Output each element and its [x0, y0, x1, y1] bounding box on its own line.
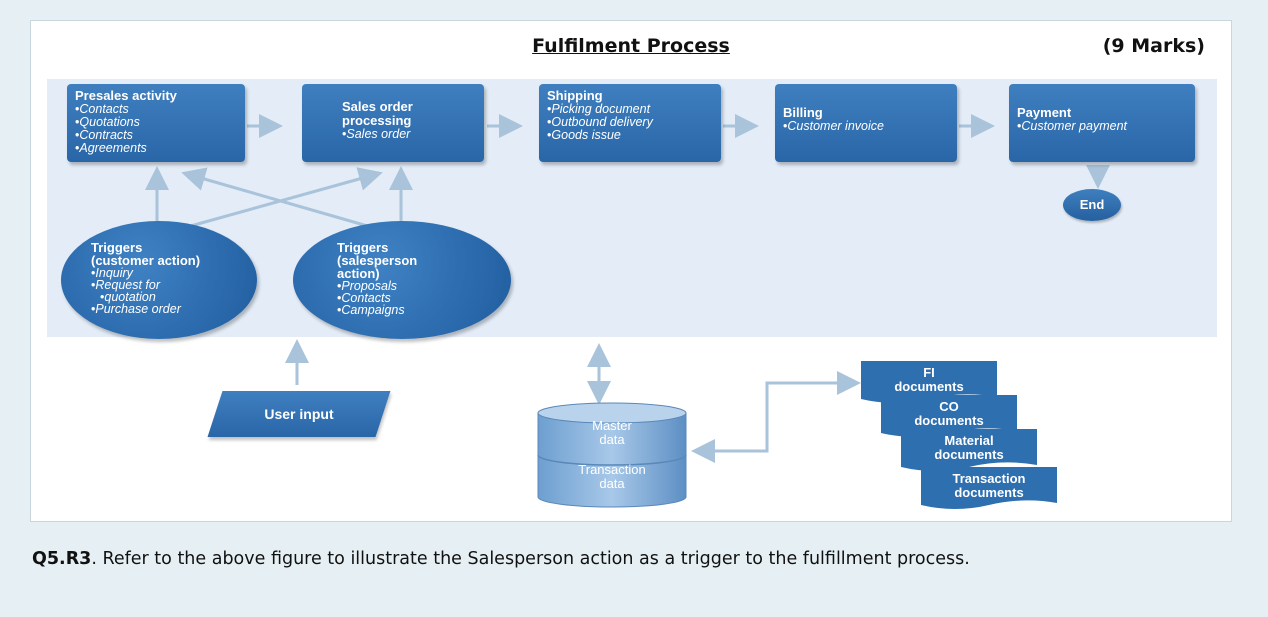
- master-data-label: Master data: [537, 419, 687, 447]
- trigger-customer-item-cont: quotation: [91, 291, 257, 304]
- trigger-salesperson-item: Contacts: [337, 292, 511, 305]
- sales-order-title-2: processing: [342, 113, 412, 128]
- presales-item: Contracts: [75, 129, 237, 142]
- transaction-documents-line2: documents: [954, 485, 1024, 500]
- question-figure-panel: Fulfilment Process (9 Marks): [30, 20, 1232, 522]
- fi-documents-line1: FI: [923, 365, 935, 380]
- billing-item: Customer invoice: [783, 120, 949, 133]
- trigger-customer-item: Inquiry: [91, 267, 257, 280]
- fulfilment-diagram: Presales activity Contacts Quotations Co…: [47, 79, 1217, 515]
- billing-title: Billing: [783, 105, 823, 120]
- marks-label: (9 Marks): [1102, 35, 1205, 57]
- trigger-customer-title-2: (customer action): [91, 253, 201, 268]
- material-documents-line2: documents: [934, 447, 1004, 462]
- trigger-salesperson-circle: Triggers (salesperson action) Proposals …: [293, 221, 511, 339]
- question-id: Q5.R3: [32, 549, 92, 569]
- trigger-customer-item: Request for: [91, 279, 257, 292]
- fi-documents-line2: documents: [894, 379, 964, 394]
- transaction-data-label: Transaction data: [537, 463, 687, 491]
- master-data-line1: Master: [592, 418, 632, 433]
- question-text: Q5.R3. Refer to the above figure to illu…: [32, 549, 970, 569]
- sales-order-item: Sales order: [342, 128, 476, 141]
- arrow-salesperson-presales: [181, 167, 372, 229]
- fi-documents: FI documents: [861, 361, 997, 403]
- trigger-salesperson-title-2: (salesperson: [337, 253, 418, 268]
- trigger-salesperson-item: Campaigns: [337, 304, 511, 317]
- transaction-data-line1: Transaction: [578, 462, 646, 477]
- sales-order-box: Sales order processing Sales order: [302, 84, 484, 162]
- co-documents-line2: documents: [914, 413, 984, 428]
- database-cylinder-icon: [537, 402, 687, 508]
- payment-title: Payment: [1017, 105, 1072, 120]
- trigger-salesperson-item: Proposals: [337, 280, 511, 293]
- transaction-documents-line1: Transaction: [952, 471, 1026, 486]
- shipping-box: Shipping Picking document Outbound deliv…: [539, 84, 721, 162]
- question-body: . Refer to the above figure to illustrat…: [91, 549, 970, 569]
- payment-item: Customer payment: [1017, 120, 1187, 133]
- payment-box: Payment Customer payment: [1009, 84, 1195, 162]
- co-documents: CO documents: [881, 395, 1017, 437]
- trigger-customer-item: Purchase order: [91, 303, 257, 316]
- trigger-customer-title-1: Triggers: [91, 240, 143, 255]
- presales-title: Presales activity: [75, 88, 177, 103]
- end-node: End: [1063, 189, 1121, 221]
- trigger-salesperson-title-1: Triggers: [337, 240, 389, 255]
- shipping-item: Outbound delivery: [547, 116, 713, 129]
- master-data-line2: data: [599, 432, 625, 447]
- trigger-customer-circle: Triggers (customer action) Inquiry Reque…: [61, 221, 257, 339]
- transaction-documents: Transaction documents: [921, 467, 1057, 509]
- user-input-shape: User input: [207, 391, 391, 437]
- trigger-salesperson-title-3: action): [337, 266, 380, 281]
- co-documents-line1: CO: [939, 399, 959, 414]
- figure-title: Fulfilment Process: [532, 35, 730, 57]
- presales-item: Quotations: [75, 116, 237, 129]
- material-documents-line1: Material: [944, 433, 994, 448]
- material-documents: Material documents: [901, 429, 1037, 471]
- shipping-title: Shipping: [547, 88, 603, 103]
- shipping-item: Goods issue: [547, 129, 713, 142]
- arrow-database-documents: [691, 371, 861, 463]
- connector-arrows: [145, 114, 1110, 463]
- presales-item: Agreements: [75, 142, 237, 155]
- presales-item: Contacts: [75, 103, 237, 116]
- transaction-data-line2: data: [599, 476, 625, 491]
- user-input-label: User input: [264, 406, 334, 422]
- sales-order-title-1: Sales order: [342, 99, 413, 114]
- shipping-item: Picking document: [547, 103, 713, 116]
- presales-activity-box: Presales activity Contacts Quotations Co…: [67, 84, 245, 162]
- billing-box: Billing Customer invoice: [775, 84, 957, 162]
